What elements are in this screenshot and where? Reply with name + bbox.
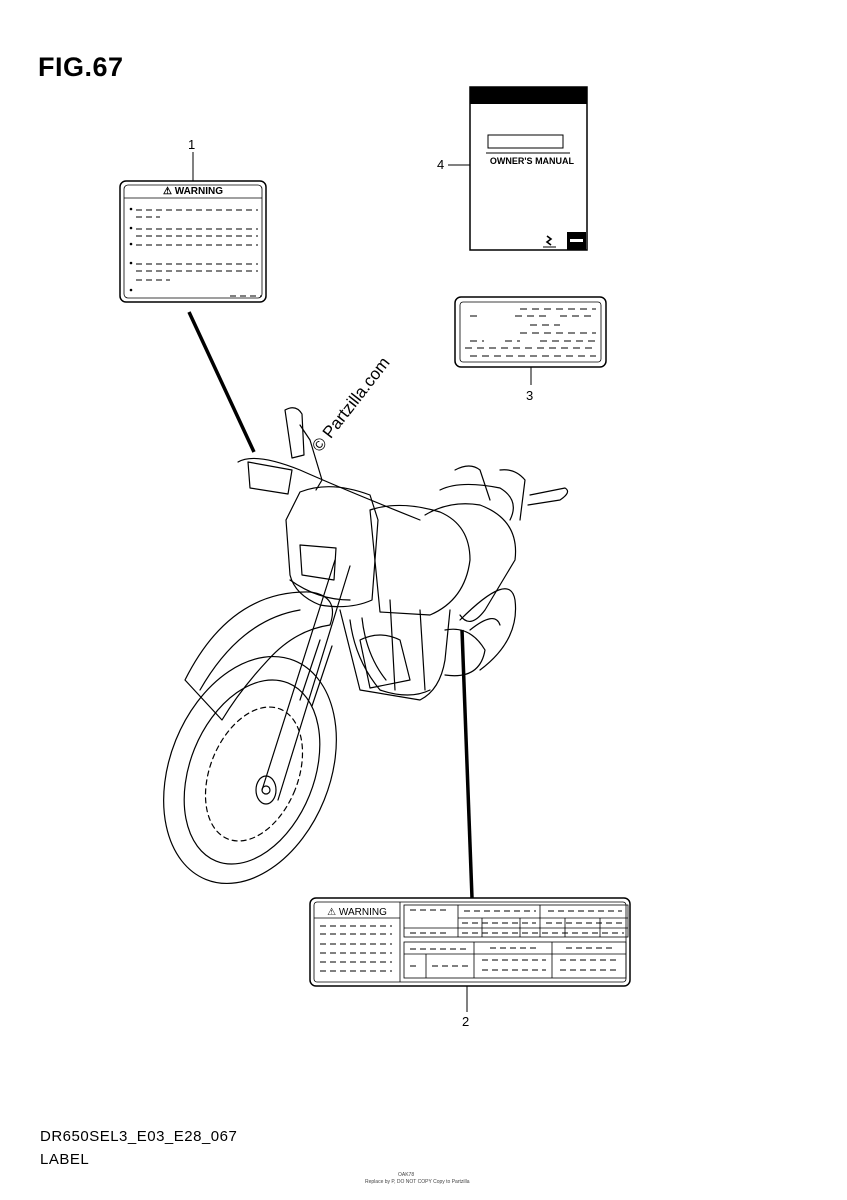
callout-2[interactable]: 2 [462, 1014, 470, 1029]
pointer-line-2 [460, 629, 474, 899]
watermark-text: © Partzilla.com [308, 353, 394, 455]
callout-3[interactable]: 3 [526, 388, 534, 403]
part-spec-label-3[interactable] [454, 296, 607, 368]
part-owners-manual[interactable]: OWNER'S MANUAL [469, 86, 588, 251]
footer-diagram-code: DR650SEL3_E03_E28_067 [40, 1128, 238, 1145]
footer-diagram-label: LABEL [40, 1151, 90, 1168]
callout-1[interactable]: 1 [188, 137, 196, 152]
callout-4[interactable]: 4 [437, 157, 445, 172]
footer-tiny-code: OAK78 [398, 1172, 415, 1178]
pointer-line-1 [187, 311, 256, 453]
part-warning-label-2[interactable]: ⚠ WARNING [309, 897, 631, 987]
motorcycle-illustration [163, 407, 569, 885]
warning-label-2-heading: ⚠ WARNING [327, 907, 387, 918]
warning-label-1-heading: ⚠ WARNING [163, 186, 223, 197]
part-warning-label-1[interactable]: ⚠ WARNING [119, 180, 267, 303]
figure-title: FIG.67 [38, 52, 124, 82]
manufacturer-logo-icon [543, 235, 556, 248]
footer-tiny-copyright: Replace by P, DO NOT COPY Copy to Partzi… [365, 1179, 470, 1185]
owners-manual-title: OWNER'S MANUAL [490, 156, 575, 166]
